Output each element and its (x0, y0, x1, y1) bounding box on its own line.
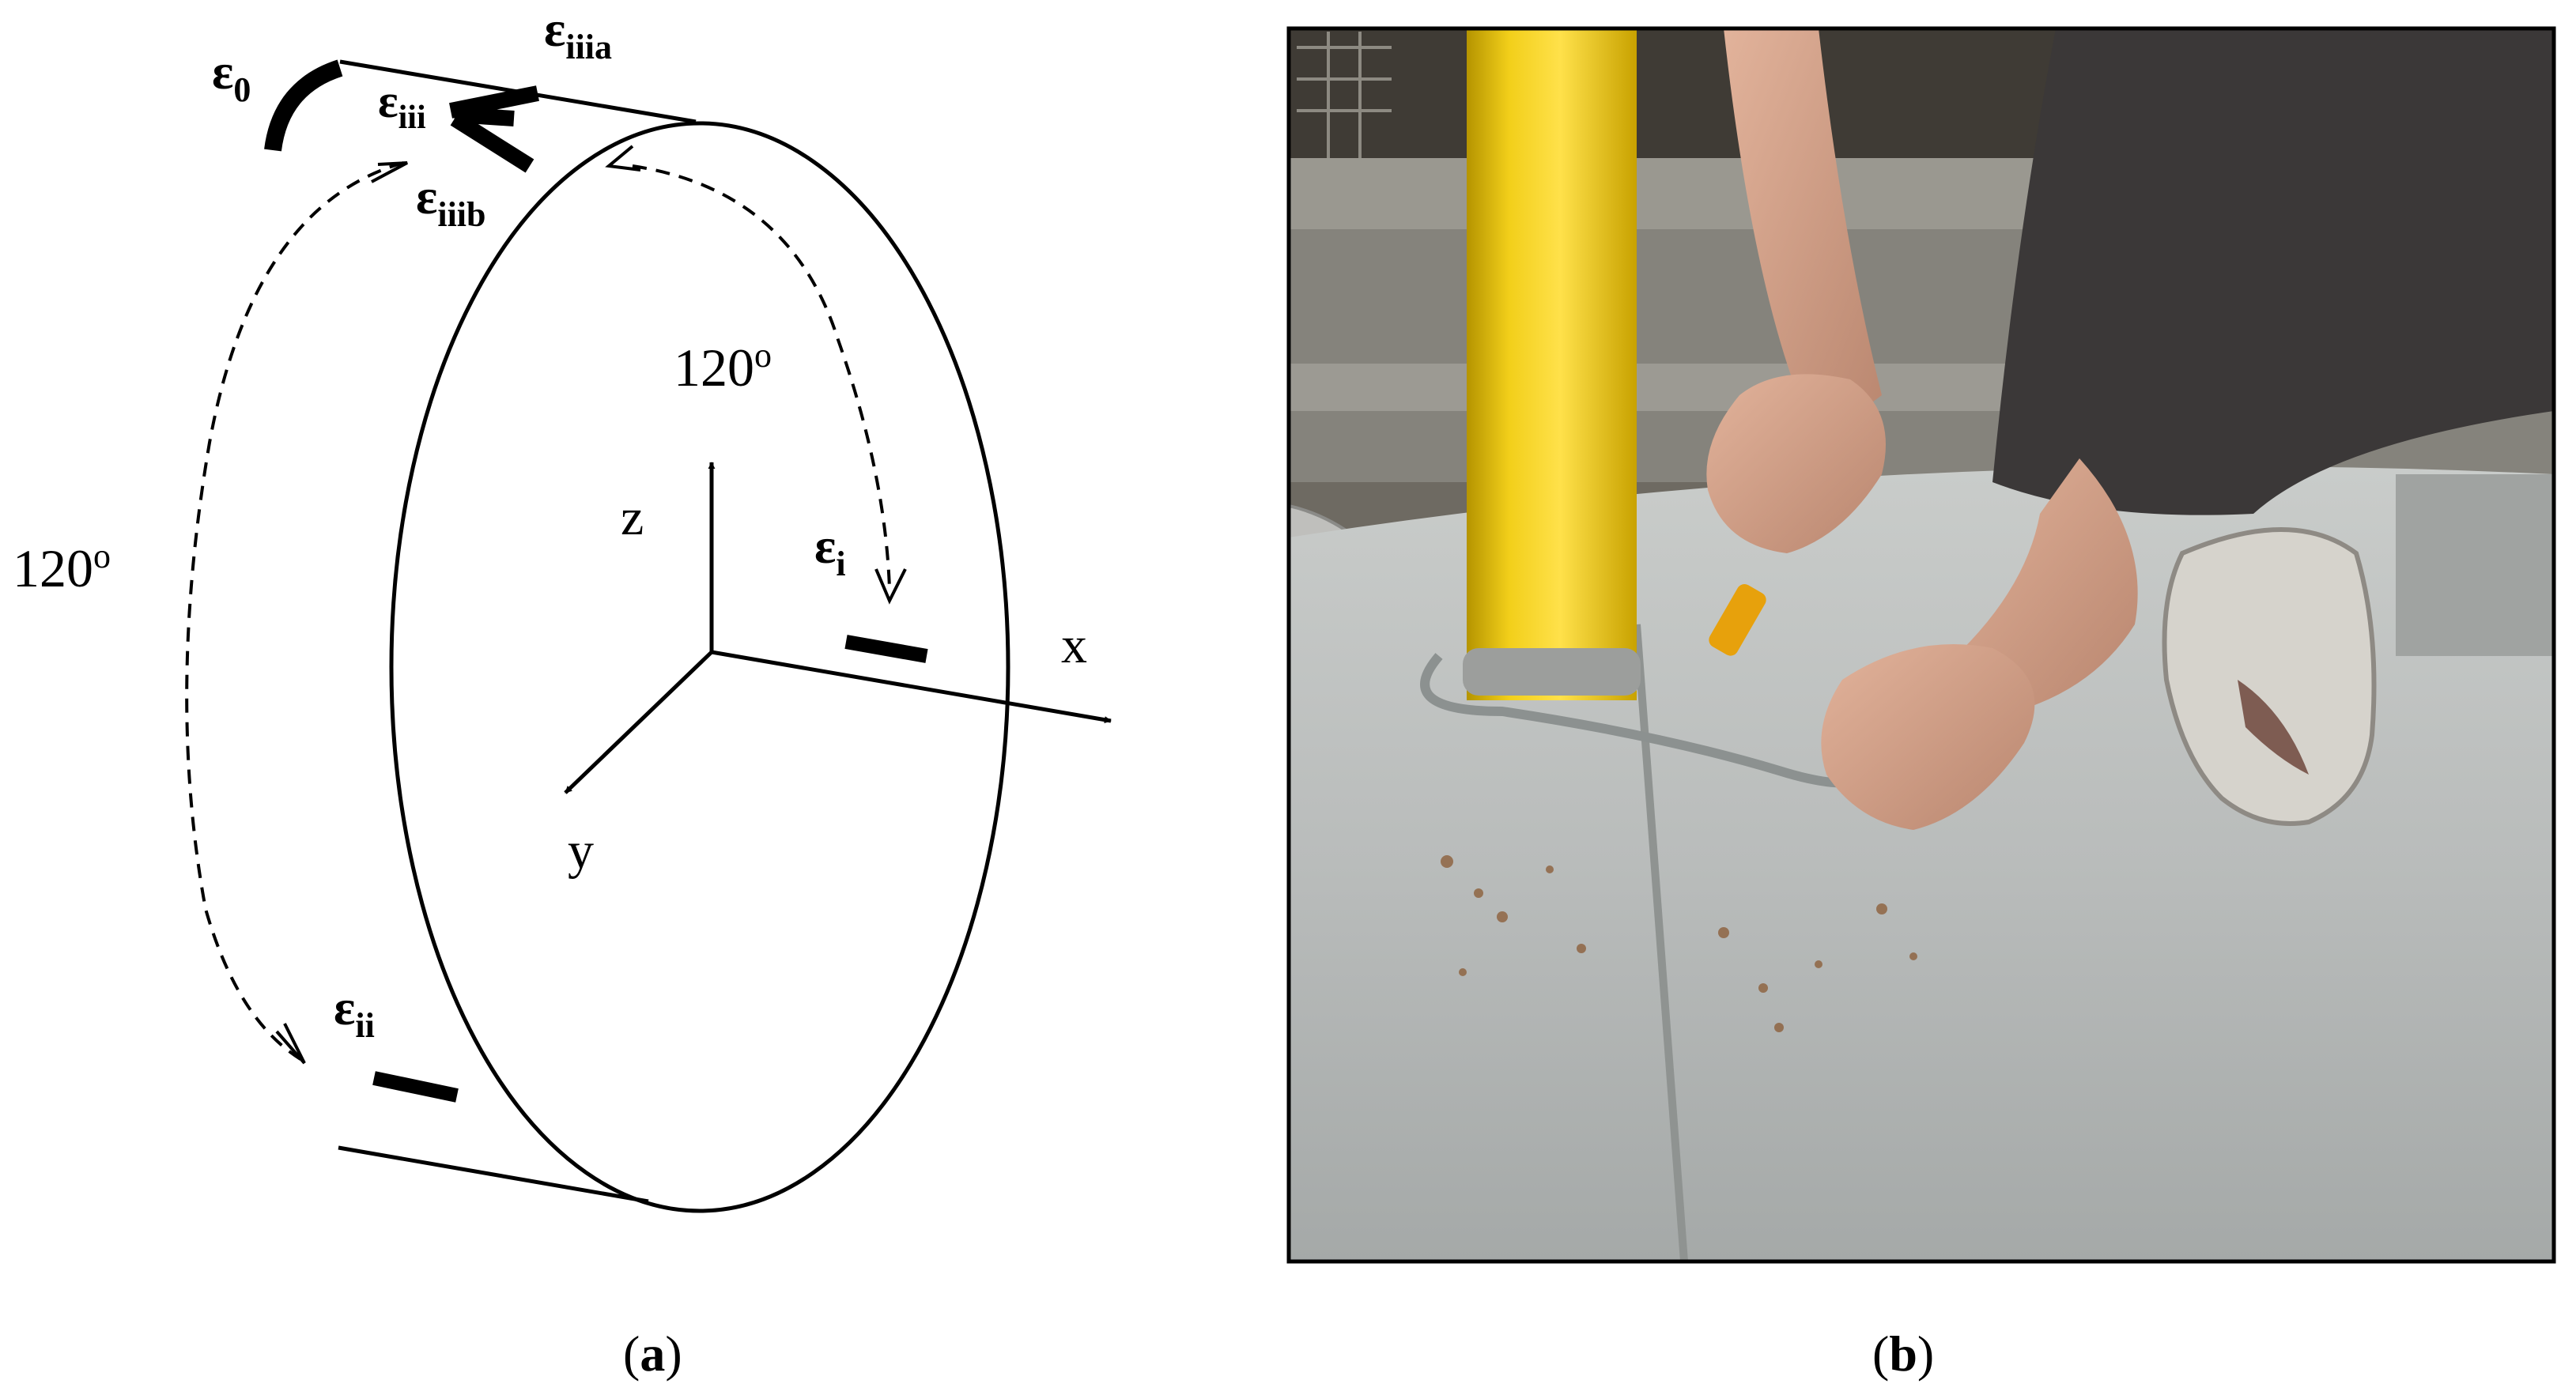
angle-arcs (185, 161, 891, 1061)
label-ei: εi (814, 518, 846, 583)
photo-cable (1420, 653, 1868, 788)
photo-pipe-seam (1633, 624, 1688, 1261)
caption-a: (a) (623, 1325, 682, 1382)
panel-a-diagram: ε0 εiiia εiii εiiib εi εii 120o 120o z x… (13, 1, 1112, 1213)
angle-arc-right (632, 164, 891, 590)
photo-yellow-post (1467, 28, 1637, 700)
arc-right-head (874, 568, 907, 605)
cylinder (338, 59, 1010, 1213)
caption-b: (b) (1872, 1325, 1935, 1382)
label-eiii: εiii (378, 75, 426, 136)
photo-arm-left (1724, 28, 1882, 443)
photo-hand-left (1706, 374, 1886, 553)
photo-cutter (1709, 584, 1766, 656)
gauge-ei-bar (844, 635, 928, 663)
axes (564, 462, 1112, 794)
arc-left-tail-head (371, 161, 408, 183)
angle-arc-heads (275, 145, 907, 1065)
photo-hand-right (1821, 644, 2035, 830)
axis-label-z: z (621, 488, 644, 546)
photo-rust-spots (1441, 855, 1917, 1032)
photo-post-collar (1463, 648, 1641, 696)
photo-grate-lines (1297, 32, 1392, 158)
label-eii: εii (334, 979, 375, 1045)
label-eiiia: εiiia (544, 1, 612, 66)
gauge-eiii-rosette (449, 85, 539, 173)
axis-y-line (564, 650, 713, 794)
angle-arc-left (185, 161, 404, 1061)
label-e0: ε0 (212, 43, 251, 109)
label-eiiib: εiiib (416, 168, 486, 234)
axis-x-line (711, 650, 1112, 724)
arc-left-head (275, 1023, 306, 1065)
cylinder-bottom-edge (338, 1145, 649, 1204)
angle-label-right: 120o (674, 336, 772, 398)
photo-shoe-accent (2238, 680, 2309, 775)
gauge-eii-bar (372, 1071, 459, 1103)
photo-shorts (1992, 28, 2554, 515)
axis-label-x: x (1061, 617, 1087, 674)
cylinder-front-ellipse (389, 121, 1010, 1213)
angle-label-left: 120o (13, 537, 111, 598)
panel-b-photo (1286, 26, 2556, 1264)
photo-frame (1286, 26, 2556, 1264)
axis-label-y: y (568, 822, 594, 880)
gauge-e0-arc (264, 59, 343, 152)
photo-shoe (2162, 527, 2377, 826)
arc-right-tail-head (605, 145, 641, 172)
photo-right-pipe (2396, 474, 2554, 656)
